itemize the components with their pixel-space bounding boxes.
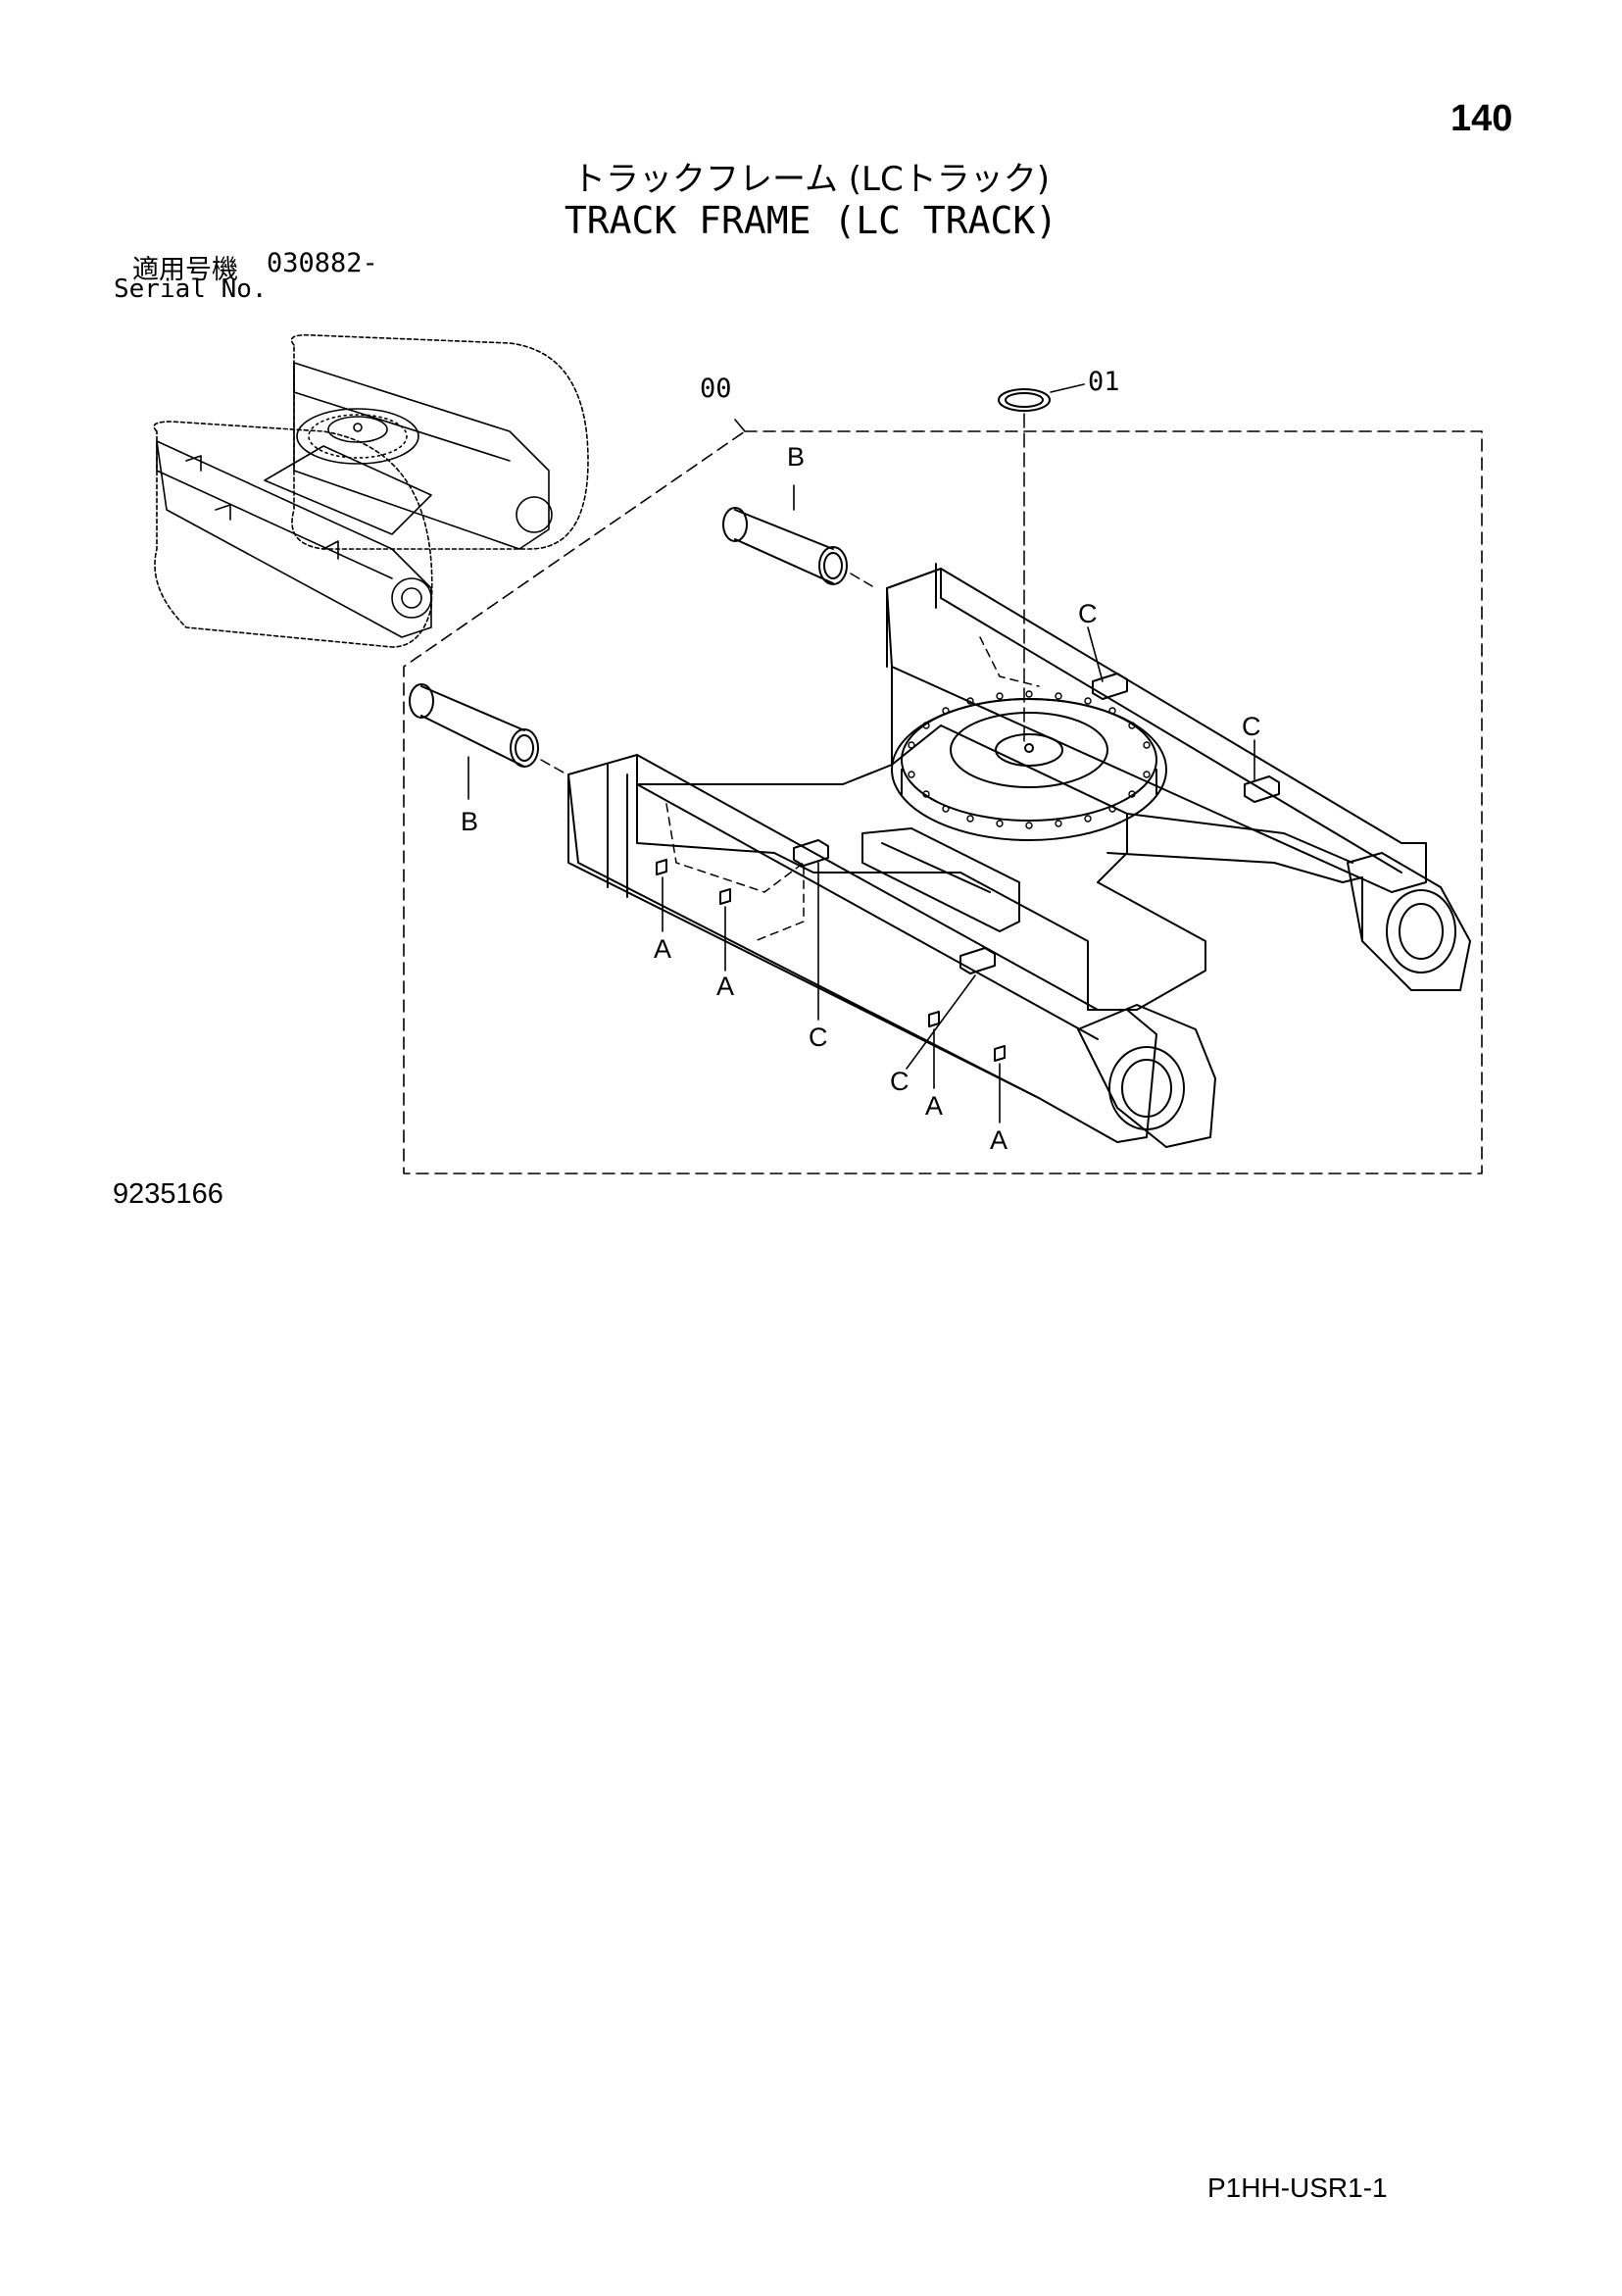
pin-b-lower	[409, 683, 539, 768]
title-english: TRACK FRAME (LC TRACK)	[564, 199, 1058, 242]
overview-thumbnail	[153, 333, 589, 648]
serial-label-english: Serial No.	[114, 275, 268, 304]
track-frame	[567, 563, 1471, 1148]
callout-a-1: A	[654, 934, 671, 964]
callout-a-2: A	[716, 972, 734, 1001]
ring-01	[998, 388, 1051, 412]
callout-c-2: C	[1242, 712, 1261, 741]
serial-value: 030882-	[267, 248, 378, 278]
callout-a-4: A	[990, 1125, 1008, 1155]
callout-b-upper: B	[787, 442, 805, 472]
callout-a-3: A	[925, 1091, 943, 1121]
callout-c-1: C	[1078, 599, 1098, 628]
serial-label-japanese: 適用号機	[132, 255, 238, 285]
document-code: P1HH-USR1-1	[1207, 2172, 1388, 2203]
title-japanese: トラックフレーム (LCトラック)	[572, 160, 1050, 199]
drawing-id: 9235166	[113, 1178, 223, 1210]
callout-00: 00	[700, 374, 732, 404]
page-number: 140	[1450, 98, 1513, 139]
callout-01: 01	[1088, 367, 1120, 397]
assembly-boundary	[403, 430, 1483, 1174]
callout-b-lower: B	[461, 807, 478, 836]
callout-c-4: C	[890, 1067, 909, 1096]
track-frame-diagram: 00 01 B B C C A A C C A A	[153, 333, 1483, 1174]
callout-c-3: C	[809, 1023, 828, 1052]
pin-b-upper	[722, 507, 848, 585]
